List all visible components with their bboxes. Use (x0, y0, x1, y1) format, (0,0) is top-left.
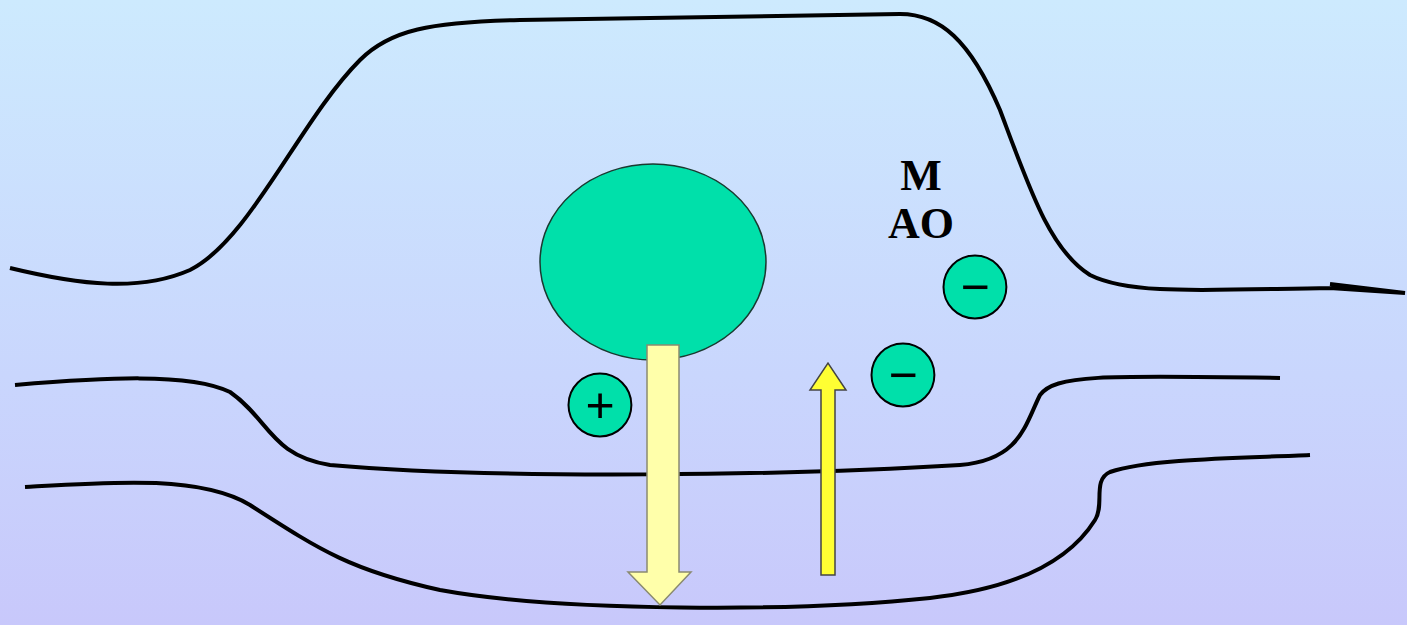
circle-shape (944, 256, 1007, 319)
sign-text: − (960, 262, 989, 312)
inhibition-sign: − (942, 254, 1008, 320)
circle-shape (569, 374, 632, 437)
reuptake-arrow (810, 363, 846, 575)
circle-shape (872, 344, 935, 407)
enzyme-label: M AO (888, 152, 954, 248)
release-arrow (628, 345, 691, 605)
vesicle (540, 164, 766, 360)
sign-text: + (585, 380, 614, 430)
inhibition-sign: − (870, 342, 936, 408)
excitation-sign: + (567, 372, 633, 438)
sign-text: − (888, 350, 917, 400)
